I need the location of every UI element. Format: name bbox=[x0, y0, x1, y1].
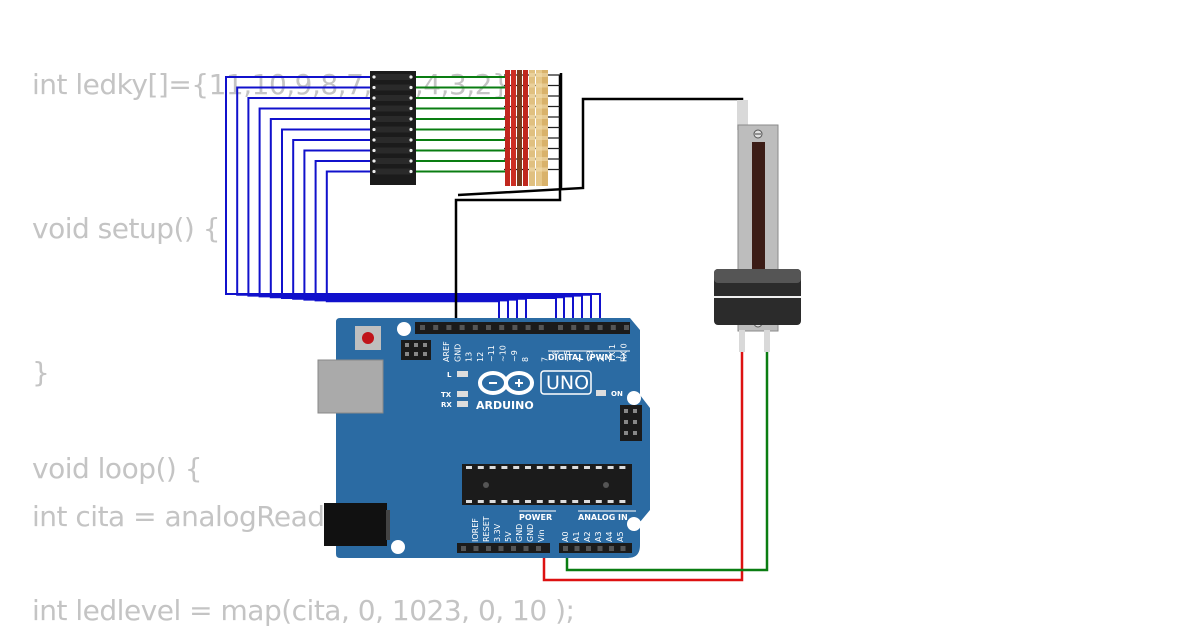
resistor-band bbox=[517, 70, 522, 186]
power-pin-label: 5V bbox=[504, 531, 513, 542]
power-pin-label: IOREF bbox=[471, 518, 480, 542]
icsp-header-left bbox=[401, 340, 431, 360]
usb-connector bbox=[317, 359, 384, 414]
digital-header[interactable] bbox=[415, 322, 630, 334]
led-bar-graph[interactable] bbox=[370, 71, 416, 185]
ground-wire-to-potentiometer bbox=[457, 97, 744, 197]
ground-wires[interactable] bbox=[454, 75, 744, 330]
led-to-pin-wire bbox=[281, 128, 557, 330]
model-label: UNO bbox=[546, 372, 589, 394]
slide-potentiometer[interactable] bbox=[714, 100, 801, 352]
brand-label: ARDUINO bbox=[476, 399, 534, 412]
analog-pin-label: A4 bbox=[605, 531, 614, 542]
digital-pin-label: ~5 bbox=[563, 350, 572, 362]
code-line-setup: void setup() { bbox=[32, 212, 221, 245]
led-segment bbox=[375, 158, 411, 164]
pot-red-wire bbox=[542, 330, 744, 582]
led-to-pin-wire bbox=[258, 107, 574, 330]
icsp-header-right bbox=[620, 405, 642, 441]
digital-header-label: DIGITAL (PWM ~) bbox=[548, 353, 626, 362]
resistor-array[interactable] bbox=[504, 70, 563, 190]
analog-pin-label: A1 bbox=[572, 531, 581, 542]
code-line-loop: void loop() { bbox=[32, 452, 203, 485]
led-to-pin-wire bbox=[292, 139, 527, 330]
code-line-setup-close: } bbox=[32, 356, 50, 389]
digital-pin-label: 13 bbox=[465, 352, 474, 362]
digital-pin-label: GND bbox=[453, 344, 462, 362]
led-blue-wires[interactable] bbox=[225, 76, 601, 330]
digital-pin-label: 2 bbox=[597, 357, 606, 362]
led-to-pin-wire bbox=[225, 76, 601, 330]
digital-pin-label: TX 1 bbox=[608, 344, 617, 363]
led-green-wires[interactable] bbox=[413, 76, 508, 173]
resistor-band bbox=[523, 70, 528, 186]
analog-pin-label: A5 bbox=[616, 531, 625, 542]
digital-pin-label: 12 bbox=[476, 352, 485, 362]
digital-pin-label: 8 bbox=[521, 357, 530, 362]
analog-header[interactable] bbox=[559, 543, 632, 553]
analog-pin-label: A3 bbox=[594, 531, 603, 542]
digital-pin-label: ~3 bbox=[586, 350, 595, 362]
power-pin-label: Vin bbox=[537, 529, 546, 542]
code-line-map: int ledlevel = map(cita, 0, 1023, 0, 10 … bbox=[32, 594, 575, 627]
power-pin-label: RESET bbox=[482, 516, 491, 542]
led-segment bbox=[375, 147, 411, 154]
analog-pin-label: A0 bbox=[561, 531, 570, 542]
led-segment bbox=[375, 137, 411, 143]
led-segment bbox=[375, 126, 411, 133]
led-segment bbox=[375, 95, 411, 101]
resistor-band bbox=[511, 70, 516, 186]
resistor-band bbox=[505, 70, 510, 186]
led-segment bbox=[375, 168, 411, 175]
l-led-label: L bbox=[447, 371, 452, 379]
digital-pin-label: ~6 bbox=[552, 350, 561, 362]
led-to-pin-wire bbox=[269, 118, 565, 330]
arduino-infinity-logo bbox=[478, 371, 534, 395]
code-line-array: int ledky[]={11,10,9,8,7,6,5,4,3,2}; bbox=[32, 68, 519, 101]
led-segment bbox=[375, 74, 411, 80]
power-jack bbox=[324, 503, 387, 546]
analog-pin-label: A2 bbox=[583, 531, 592, 542]
on-led-label: ON bbox=[611, 390, 623, 398]
led-segment bbox=[375, 116, 411, 122]
analog-label: ANALOG IN bbox=[578, 513, 628, 522]
led-segment bbox=[375, 105, 411, 112]
digital-pin-label: 7 bbox=[540, 357, 549, 362]
power-pin-label: GND bbox=[515, 524, 524, 542]
led-to-pin-wire bbox=[314, 160, 509, 330]
led-to-pin-wire bbox=[303, 149, 518, 330]
power-pin-label: GND bbox=[526, 524, 535, 542]
digital-pin-label: ~9 bbox=[510, 350, 519, 362]
tx-led-label: TX bbox=[441, 391, 452, 399]
digital-pin-label: AREF bbox=[442, 341, 451, 362]
power-label: POWER bbox=[519, 513, 552, 522]
led-to-pin-wire bbox=[325, 170, 500, 330]
led-segment bbox=[375, 84, 411, 91]
rx-led-label: RX bbox=[441, 401, 452, 409]
led-to-pin-wire bbox=[236, 86, 592, 330]
digital-pin-label: 4 bbox=[574, 357, 583, 362]
digital-pin-label: ~11 bbox=[487, 345, 496, 362]
led-to-pin-wire bbox=[247, 97, 583, 330]
digital-pin-label: ~10 bbox=[499, 345, 508, 362]
power-pin-label: 3.3V bbox=[493, 523, 502, 542]
digital-pin-label: RX 0 bbox=[620, 343, 629, 362]
